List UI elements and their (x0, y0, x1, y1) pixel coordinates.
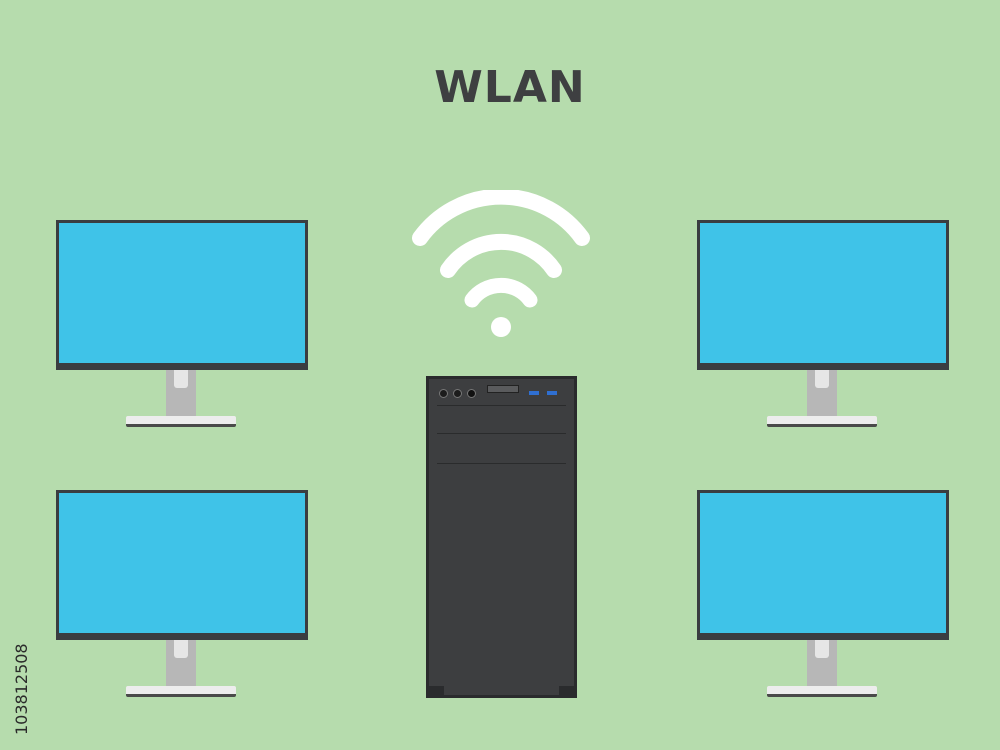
usb-port-icon (529, 391, 539, 395)
monitor-screen (697, 490, 949, 640)
tower-foot (559, 686, 577, 698)
monitor-top-right (697, 220, 949, 430)
tower-foot (426, 686, 444, 698)
drive-slot (487, 385, 519, 393)
monitor-base (767, 686, 877, 697)
monitor-bottom-right (697, 490, 949, 700)
monitor-bottom-left (56, 490, 308, 700)
bay-divider (437, 405, 566, 406)
bay-divider (437, 463, 566, 464)
wifi-icon (410, 190, 592, 340)
power-button-icon (467, 389, 476, 398)
monitor-screen (56, 490, 308, 640)
stock-id-label: 103812508 (12, 643, 31, 735)
desktop-tower (426, 376, 577, 698)
audio-port-icon (439, 389, 448, 398)
monitor-base (767, 416, 877, 427)
monitor-top-left (56, 220, 308, 430)
bay-divider (437, 433, 566, 434)
usb-port-icon (547, 391, 557, 395)
monitor-screen (697, 220, 949, 370)
monitor-screen (56, 220, 308, 370)
monitor-base (126, 416, 236, 427)
page-title: WLAN (0, 62, 1000, 113)
audio-port-icon (453, 389, 462, 398)
monitor-base (126, 686, 236, 697)
